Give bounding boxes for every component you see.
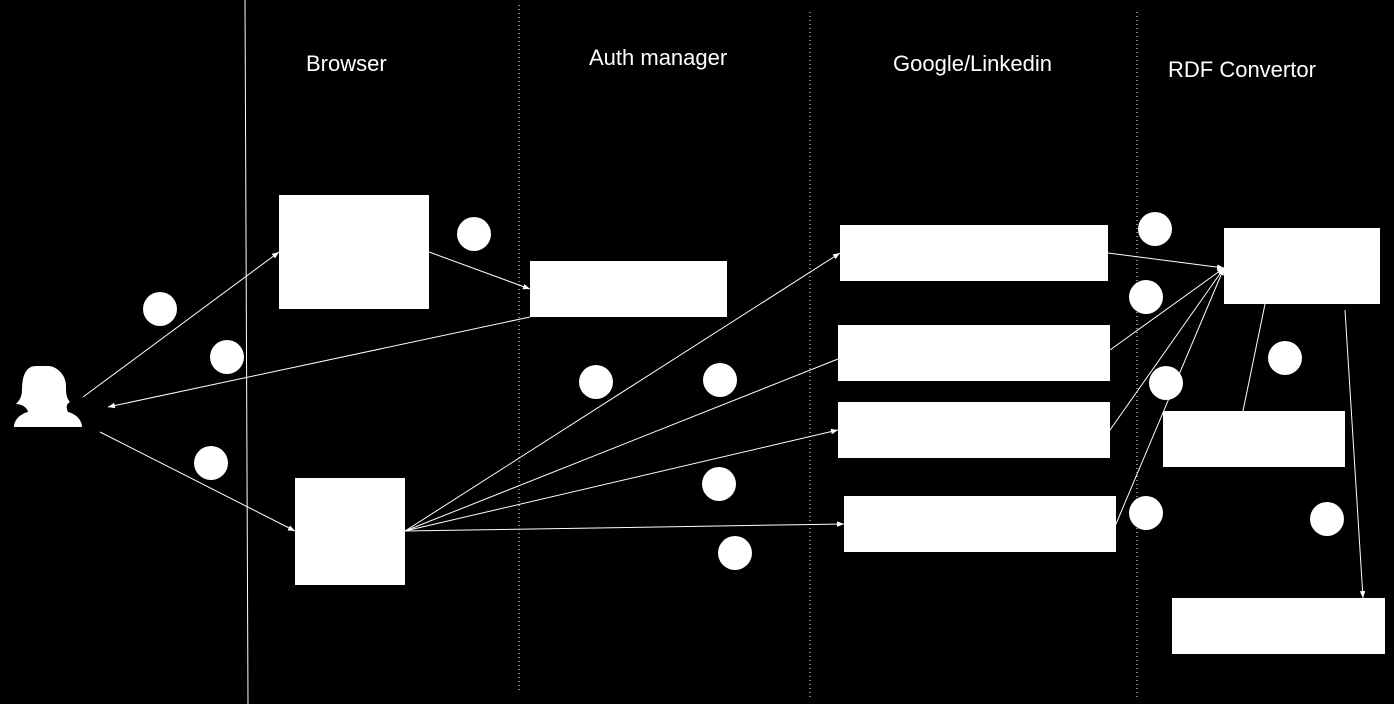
line-browser-to-provider-2 [404, 358, 839, 532]
step-circle-14 [1310, 502, 1344, 536]
lane-divider-actor [244, 0, 249, 704]
browser-box-top [279, 195, 429, 309]
arrow-provider-1-to-rdf [1107, 252, 1225, 270]
arrow-provider-2-to-rdf [1109, 267, 1225, 351]
arrow-provider-3-to-rdf [1109, 267, 1225, 431]
step-circle-6 [703, 363, 737, 397]
step-circle-13 [1268, 341, 1302, 375]
arrow-auth-to-user [107, 316, 531, 409]
arrow-browser-to-provider-1 [404, 252, 841, 532]
arrow-browser-to-provider-4 [404, 521, 845, 532]
provider-box-2 [838, 325, 1110, 381]
step-circle-4 [194, 446, 228, 480]
lane-title-rdf-convertor: RDF Convertor [1168, 57, 1316, 82]
arrow-browser-to-provider-3 [404, 428, 839, 532]
arrow-user-to-browser-top [82, 251, 280, 398]
step-circle-7 [702, 467, 736, 501]
step-circle-1 [143, 292, 177, 326]
arrow-browser-to-auth [428, 251, 531, 290]
browser-box-bottom [295, 478, 405, 585]
auth-manager-box [530, 261, 727, 317]
provider-box-4 [844, 496, 1116, 552]
step-circle-9 [1138, 212, 1172, 246]
lane-title-browser: Browser [306, 51, 387, 76]
step-circle-2 [457, 217, 491, 251]
provider-box-1 [840, 225, 1108, 281]
lane-title-auth-manager: Auth manager [589, 45, 728, 70]
step-circle-11 [1149, 366, 1183, 400]
step-circle-8 [718, 536, 752, 570]
lane-title-google-linkedin: Google/Linkedin [893, 51, 1053, 76]
step-circle-5 [579, 365, 613, 399]
step-circle-3 [210, 340, 244, 374]
rdf-box-top [1224, 228, 1380, 304]
rdf-box-middle [1163, 411, 1345, 467]
step-circle-10 [1129, 280, 1163, 314]
line-rdf-to-middle [1242, 303, 1266, 412]
rdf-box-bottom [1172, 598, 1385, 654]
user-icon [14, 366, 82, 427]
arrow-user-to-browser-bottom [99, 431, 296, 532]
provider-box-3 [838, 402, 1110, 458]
step-circle-12 [1129, 496, 1163, 530]
arrow-rdf-to-bottom [1344, 309, 1366, 599]
